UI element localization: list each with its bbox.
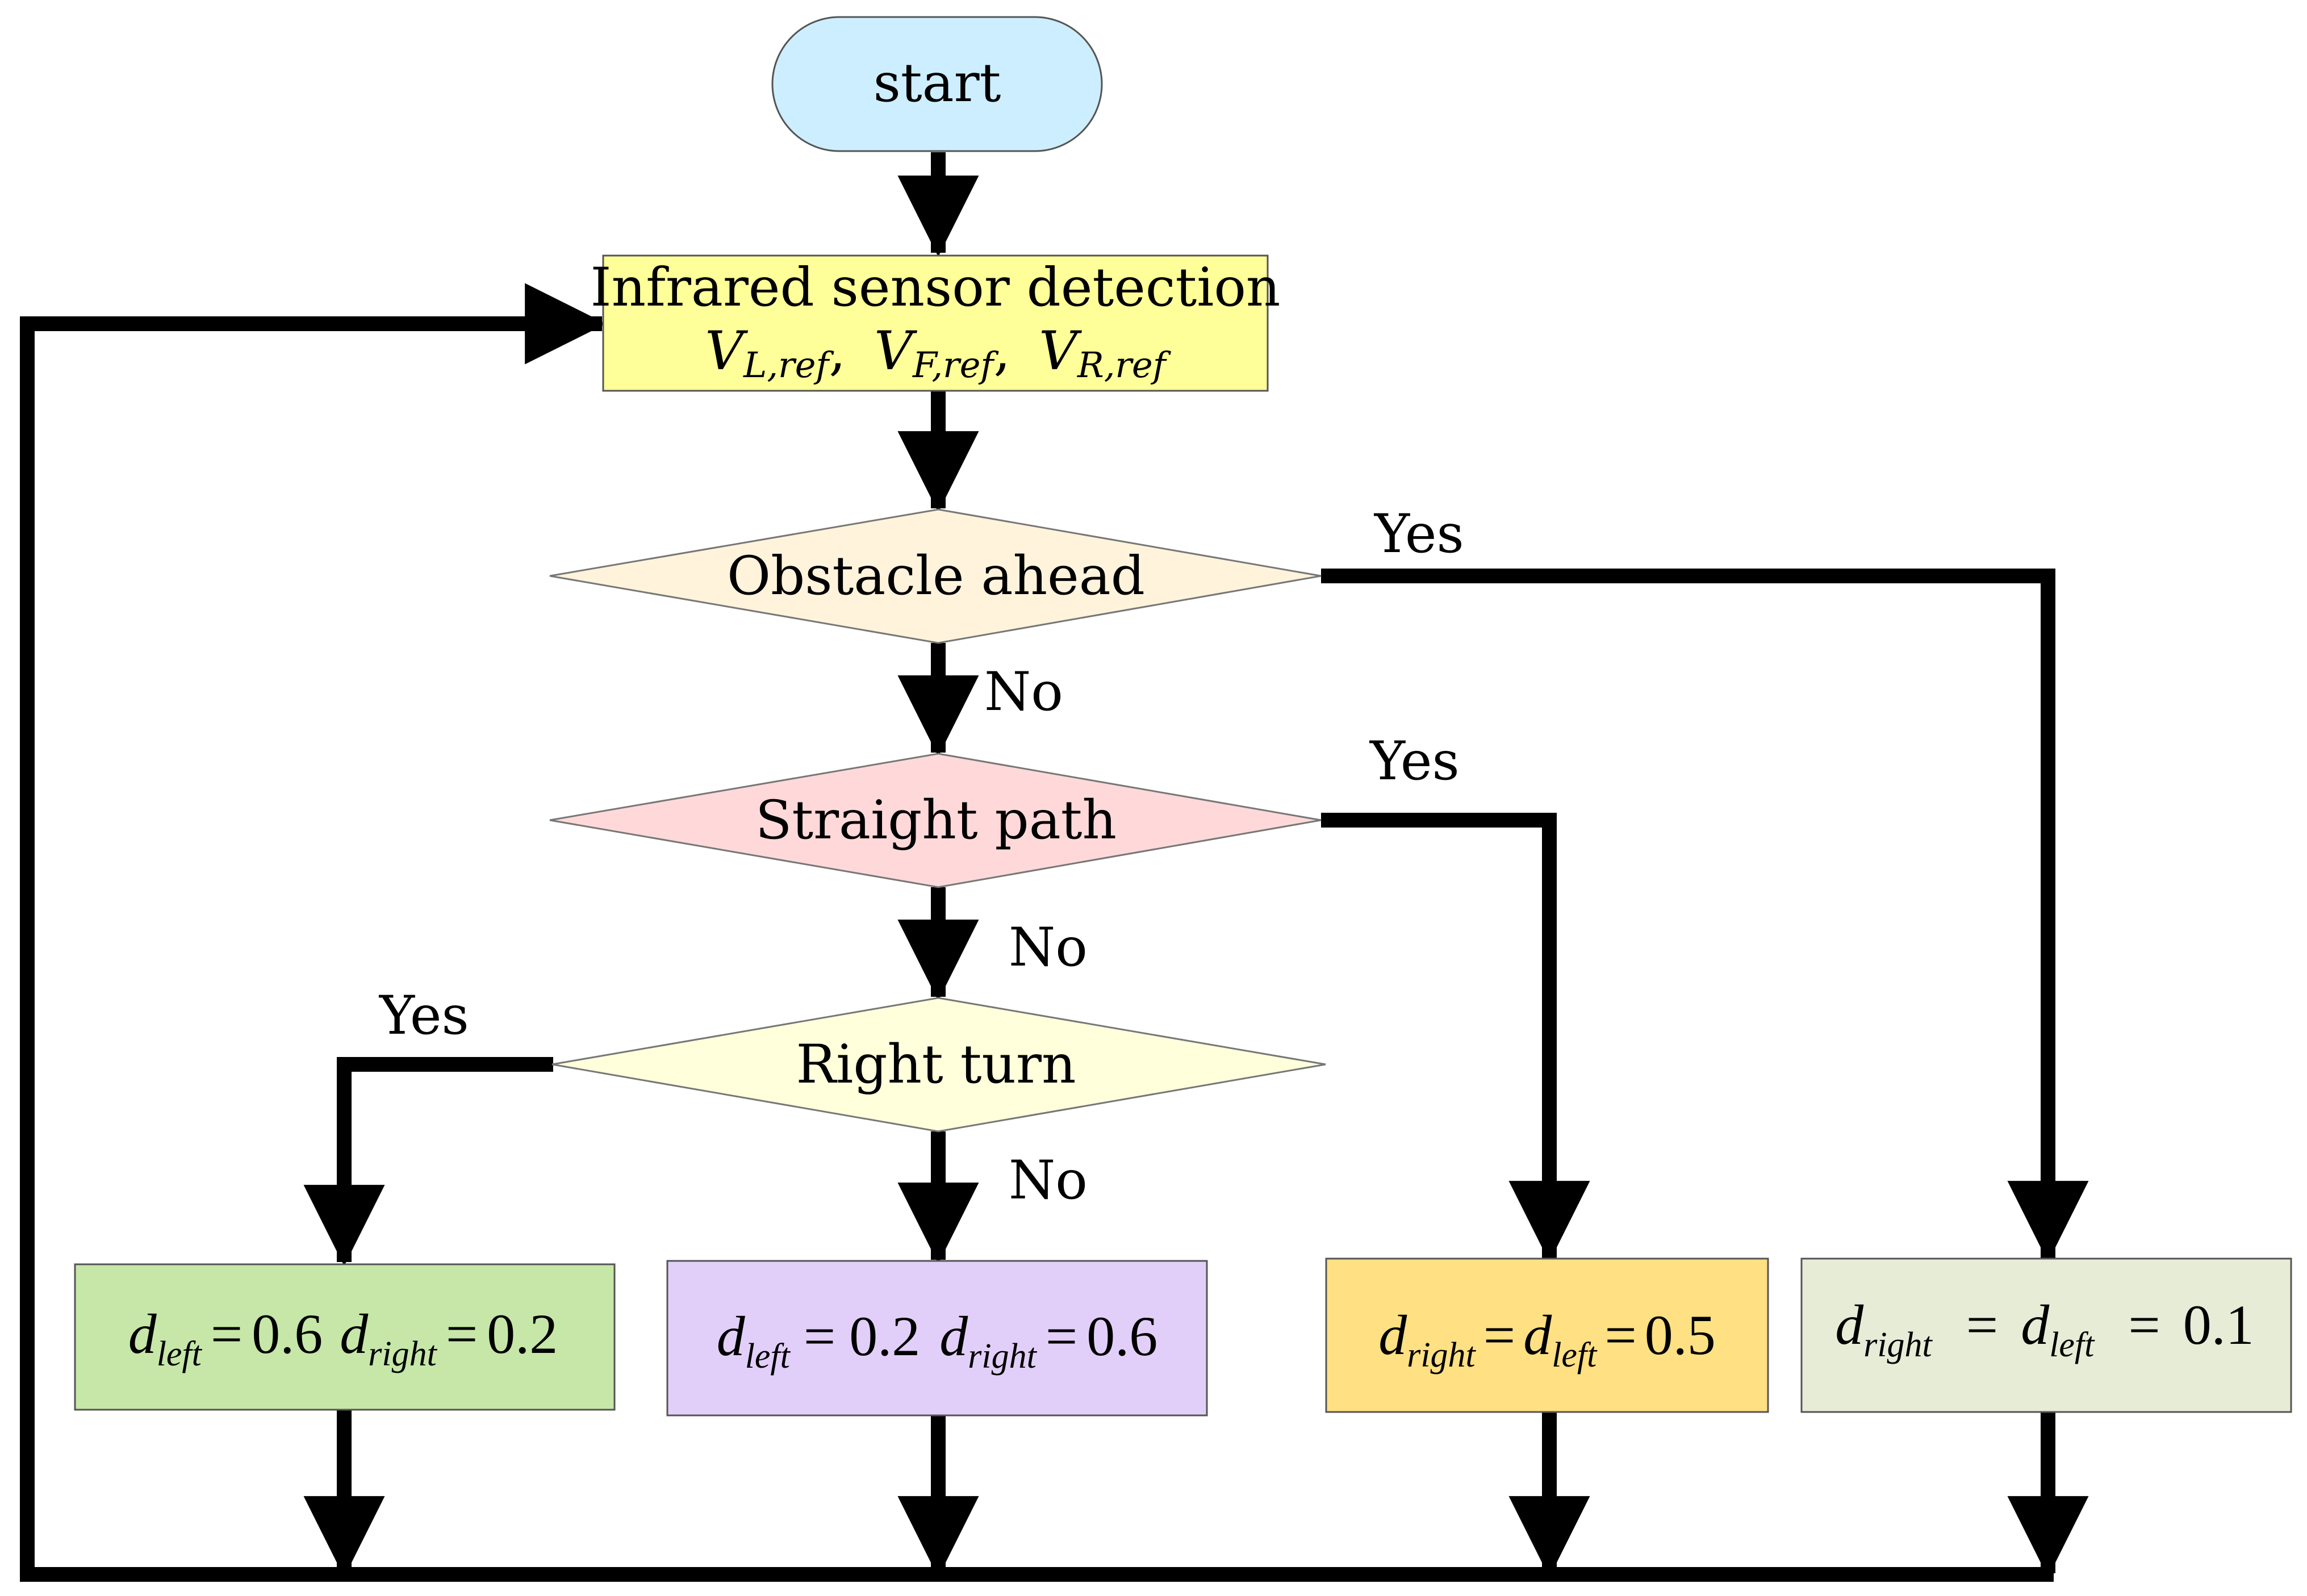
obstacle-yes-label: Yes [1373, 503, 1464, 565]
right-turn-label: Right turn [796, 1034, 1076, 1096]
right-yes-arrow [303, 1057, 553, 1267]
equation-obstacle-yes: dright=dleft=0.1 [1835, 1293, 2254, 1364]
obstacle-yes-arrow [1321, 569, 2089, 1263]
straight-no-label: No [1009, 917, 1088, 979]
equation-straight-yes: dright=dleft=0.5 [1378, 1303, 1716, 1374]
sensor-title: Infrared sensor detection [591, 257, 1281, 319]
right-no-label: No [1009, 1150, 1088, 1211]
right-yes-label: Yes [378, 985, 469, 1047]
obstacle-label: Obstacle ahead [727, 545, 1145, 607]
start-label: start [874, 52, 1001, 114]
straight-yes-arrow [1321, 813, 1590, 1263]
outcome-straight-yes [1325, 1257, 1769, 1413]
obstacle-decision [549, 508, 1322, 644]
start-node [771, 16, 1103, 152]
straight-label: Straight path [755, 789, 1117, 851]
feedback-loop-arrow [20, 283, 2054, 1582]
straight-yes-label: Yes [1369, 730, 1460, 792]
outcome-right-turn-yes [74, 1263, 616, 1411]
outcome-right-turn-no [666, 1260, 1208, 1417]
sensor-node [602, 254, 1269, 392]
sensor-variables: VL,ref, VF,ref, VR,ref [705, 320, 1171, 386]
straight-decision [549, 753, 1322, 888]
right-turn-decision [551, 997, 1326, 1133]
outcome-obstacle-yes [1800, 1257, 2292, 1413]
obstacle-no-label: No [984, 661, 1063, 723]
